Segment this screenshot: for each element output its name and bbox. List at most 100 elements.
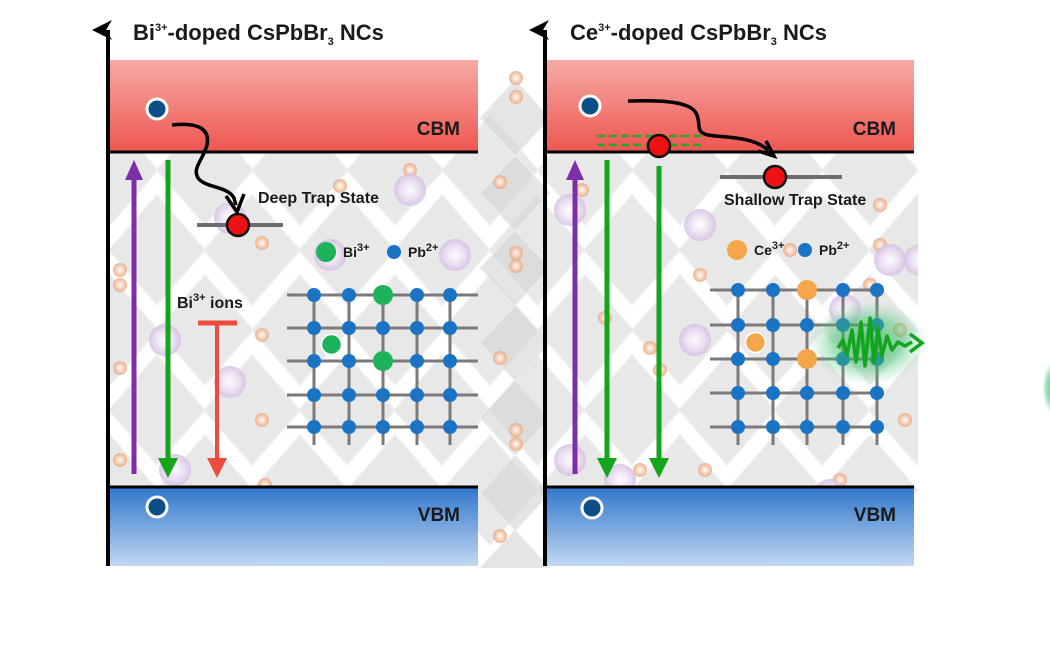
emission-glow-fragment (1042, 362, 1050, 414)
excitation-arrowhead-icon (566, 160, 584, 180)
octahedron (773, 193, 871, 307)
valence-band (110, 487, 478, 566)
pb-site (307, 288, 321, 302)
pb-site (870, 420, 884, 434)
conduction-band (110, 60, 478, 152)
octahedron (583, 193, 681, 307)
pb-site (766, 420, 780, 434)
cs-atom (554, 444, 586, 476)
cs-atom (394, 174, 426, 206)
cbm-label: CBM (853, 119, 896, 140)
pb-site (870, 283, 884, 297)
br-atom (255, 236, 269, 250)
vbm-label: VBM (854, 505, 896, 526)
octahedron (251, 273, 349, 387)
br-atom (113, 361, 127, 375)
pb-site (376, 321, 390, 335)
pb-site (307, 388, 321, 402)
interstitial-dopant-site (320, 333, 343, 356)
br-atom (633, 463, 647, 477)
br-atom (509, 90, 523, 104)
octahedron (298, 193, 396, 307)
legend-label-pb: Pb2+ (819, 240, 849, 258)
pb-site (443, 321, 457, 335)
pb-site (766, 386, 780, 400)
pb-site (443, 354, 457, 368)
br-atom (255, 413, 269, 427)
interstitial-dopant-site (744, 331, 767, 354)
pb-site (731, 386, 745, 400)
relaxation-arrowhead-icon (224, 193, 246, 216)
bi-ions-label: Bi3+ ions (177, 292, 243, 312)
br-atom (873, 198, 887, 212)
br-atom (255, 328, 269, 342)
pb-site (410, 321, 424, 335)
pb-site (731, 318, 745, 332)
octahedron (536, 273, 634, 387)
dopant-site (797, 280, 817, 300)
pb-site (342, 288, 356, 302)
pb-site (410, 288, 424, 302)
pb-site (342, 420, 356, 434)
br-atom (113, 263, 127, 277)
pb-site (410, 420, 424, 434)
pb-site (307, 420, 321, 434)
trapped-electron-icon (762, 164, 788, 190)
pb-site (307, 354, 321, 368)
trapped-electron-icon (225, 212, 251, 238)
hole-icon (145, 495, 169, 519)
cs-atom (214, 366, 246, 398)
cbm-label: CBM (417, 119, 460, 140)
br-atom (493, 351, 507, 365)
pb-site (731, 420, 745, 434)
panel-title: Bi3+-doped CsPbBr3 NCs (133, 20, 384, 48)
ce-state-electron-icon (646, 133, 672, 159)
pb-site (836, 283, 850, 297)
br-atom (509, 423, 523, 437)
cs-atom (149, 324, 181, 356)
octahedron (393, 353, 491, 467)
br-atom (783, 243, 797, 257)
br-atom (333, 179, 347, 193)
legend-swatch-pb (387, 245, 401, 259)
br-atom (509, 71, 523, 85)
pb-site (766, 352, 780, 366)
photon-wave-icon (836, 316, 913, 368)
legend-label-bi: Bi3+ (343, 242, 370, 260)
legend-swatch-ce (727, 240, 747, 260)
pb-site (342, 354, 356, 368)
pb-site (342, 388, 356, 402)
br-atom (509, 246, 523, 260)
pb-site (410, 388, 424, 402)
trap-state-label: Deep Trap State (258, 190, 379, 207)
br-atom (403, 163, 417, 177)
pb-site (410, 354, 424, 368)
relaxation-arrow (627, 99, 770, 152)
relaxation-arrow (171, 122, 238, 206)
pb-site (342, 321, 356, 335)
pb-site (766, 283, 780, 297)
excitation-arrowhead-icon (125, 160, 143, 180)
pb-site (836, 420, 850, 434)
pb-site (836, 386, 850, 400)
pb-site (731, 352, 745, 366)
pb-site (731, 283, 745, 297)
trap-state-label: Shallow Trap State (724, 192, 866, 209)
pb-site (800, 318, 814, 332)
pb-site (376, 420, 390, 434)
dopant-site (373, 285, 393, 305)
pb-site (443, 420, 457, 434)
octahedron (631, 273, 729, 387)
quench-arrowhead-icon (207, 458, 227, 478)
pb-site (870, 386, 884, 400)
emission-arrowhead-icon (649, 458, 669, 478)
pb-site (443, 388, 457, 402)
emission-arrowhead-icon (597, 458, 617, 478)
relaxation-arrowhead-icon (757, 140, 778, 159)
br-atom (693, 268, 707, 282)
br-atom (698, 463, 712, 477)
pb-site (800, 420, 814, 434)
pb-site (766, 318, 780, 332)
